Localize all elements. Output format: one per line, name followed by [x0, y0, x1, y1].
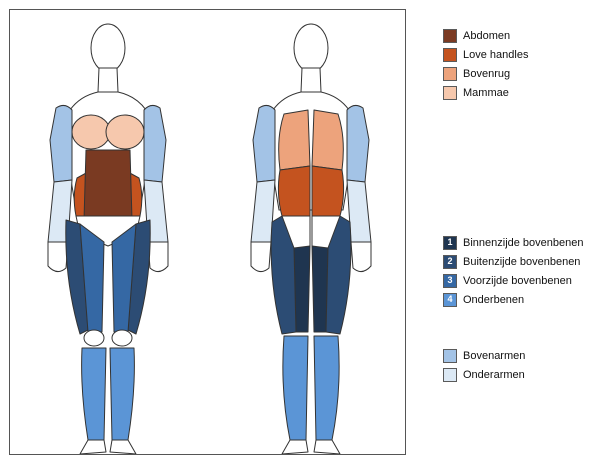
legend-label: Binnenzijde bovenbenen [463, 237, 584, 249]
body-diagram [10, 10, 406, 455]
legend-label: Bovenarmen [463, 350, 525, 362]
front-abdomen [84, 150, 132, 220]
front-head [91, 24, 125, 72]
legend-item-bovenarmen: Bovenarmen [443, 346, 593, 365]
legend-swatch-love-handles [443, 48, 457, 62]
legend-label: Buitenzijde bovenbenen [463, 256, 580, 268]
legend-label: Mammae [463, 87, 509, 99]
back-upper-back-left [279, 110, 310, 170]
legend-label: Abdomen [463, 30, 510, 42]
legend-label: Onderarmen [463, 369, 525, 381]
back-love-handle-left [278, 166, 310, 216]
front-foot-right [110, 440, 136, 454]
back-lower-leg-right [314, 336, 339, 440]
legend-item-bovenrug: Bovenrug [443, 64, 593, 83]
back-foot-right [314, 440, 340, 454]
legend-label: Bovenrug [463, 68, 510, 80]
back-neck [301, 68, 321, 92]
legend-swatch-number: 3 [443, 274, 457, 288]
body-figure-panel [9, 9, 406, 455]
legend-swatch-number: 1 [443, 236, 457, 250]
front-upper-arm-left [50, 105, 72, 182]
back-lower-leg-left [283, 336, 308, 440]
back-upper-arm-right [347, 105, 369, 182]
legend-item-mammae: Mammae [443, 83, 593, 102]
front-mamma-left [72, 115, 110, 149]
legend-swatch-bovenrug [443, 67, 457, 81]
legend-label: Voorzijde bovenbenen [463, 275, 572, 287]
back-inner-thigh-left [294, 246, 310, 332]
front-lower-leg-left [82, 348, 106, 440]
back-hand-left [251, 242, 271, 272]
front-upper-arm-right [144, 105, 166, 182]
legend-label: Love handles [463, 49, 528, 61]
legend-swatch-mammae [443, 86, 457, 100]
front-mamma-right [106, 115, 144, 149]
front-foot-left [80, 440, 106, 454]
legend-item-abdomen: Abdomen [443, 26, 593, 45]
front-hand-right [148, 242, 168, 272]
legend-swatch-number: 2 [443, 255, 457, 269]
back-upper-back-right [312, 110, 343, 170]
back-love-handle-right [312, 166, 344, 216]
back-upper-arm-left [253, 105, 275, 182]
legend-label: Onderbenen [463, 294, 524, 306]
front-lower-leg-right [110, 348, 134, 440]
legend-swatch-abdomen [443, 29, 457, 43]
legend-item-onderbenen: 4 Onderbenen [443, 290, 593, 309]
back-head [294, 24, 328, 72]
back-figure [251, 24, 371, 454]
legend-swatch-bovenarmen [443, 349, 457, 363]
back-hand-right [351, 242, 371, 272]
legend-item-buitenzijde-bovenbenen: 2 Buitenzijde bovenbenen [443, 252, 593, 271]
legend-item-voorzijde-bovenbenen: 3 Voorzijde bovenbenen [443, 271, 593, 290]
legend-legs: 1 Binnenzijde bovenbenen 2 Buitenzijde b… [443, 233, 593, 309]
legend-trunk: Abdomen Love handles Bovenrug Mammae [443, 26, 593, 102]
legend-item-onderarmen: Onderarmen [443, 365, 593, 384]
legend-swatch-onderarmen [443, 368, 457, 382]
legend-arms: Bovenarmen Onderarmen [443, 346, 593, 384]
back-inner-thigh-right [312, 246, 328, 332]
front-hand-left [48, 242, 68, 272]
front-figure [48, 24, 168, 454]
front-neck [98, 68, 118, 92]
front-knee-left [84, 330, 104, 346]
back-foot-left [282, 440, 308, 454]
legend-swatch-number: 4 [443, 293, 457, 307]
legend-item-love-handles: Love handles [443, 45, 593, 64]
legend-item-binnenzijde-bovenbenen: 1 Binnenzijde bovenbenen [443, 233, 593, 252]
front-knee-right [112, 330, 132, 346]
